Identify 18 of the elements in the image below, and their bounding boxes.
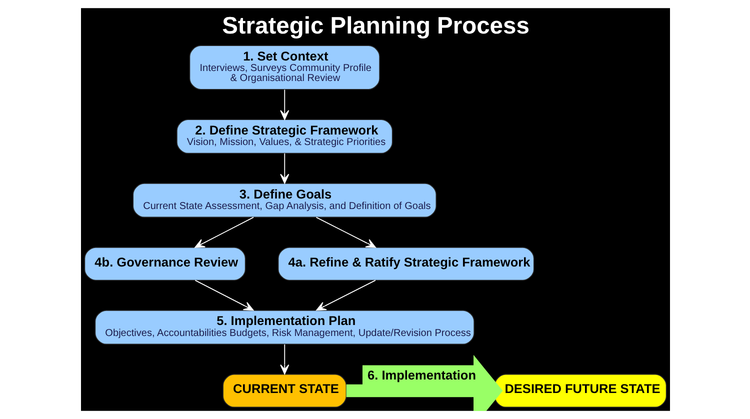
diagram-title: Strategic Planning Process	[222, 14, 529, 40]
arrow	[280, 89, 289, 120]
node-box: 4a. Refine & Ratify Strategic Framework	[277, 246, 534, 281]
arrow	[316, 280, 376, 311]
arrow	[194, 216, 254, 248]
edge-label: 6. Implementation	[367, 368, 476, 383]
arrow	[194, 280, 254, 311]
node-box: DESIRED FUTURE STATE	[494, 374, 666, 408]
arrow	[280, 152, 289, 184]
node-box: 5. Implementation Plan Objectives, Accountabilities Budgets, Risk Management, Update/Revision Process	[94, 310, 474, 345]
node-box: 4b. Governance Review	[84, 246, 246, 281]
arrow	[315, 216, 376, 248]
node-box: 1. Set Context Interviews, Surveys Community Profile & Organisational Review	[188, 45, 380, 90]
arrow	[346, 354, 502, 411]
arrow	[280, 344, 289, 374]
node-box: 3. Define Goals Current State Assessment, Gap Analysis, and Definition of Goals	[132, 183, 436, 218]
node-box: CURRENT STATE	[222, 374, 346, 408]
node-box: 2. Define Strategic Framework Vision, Mission, Values, & Strategic Priorities	[176, 119, 392, 154]
